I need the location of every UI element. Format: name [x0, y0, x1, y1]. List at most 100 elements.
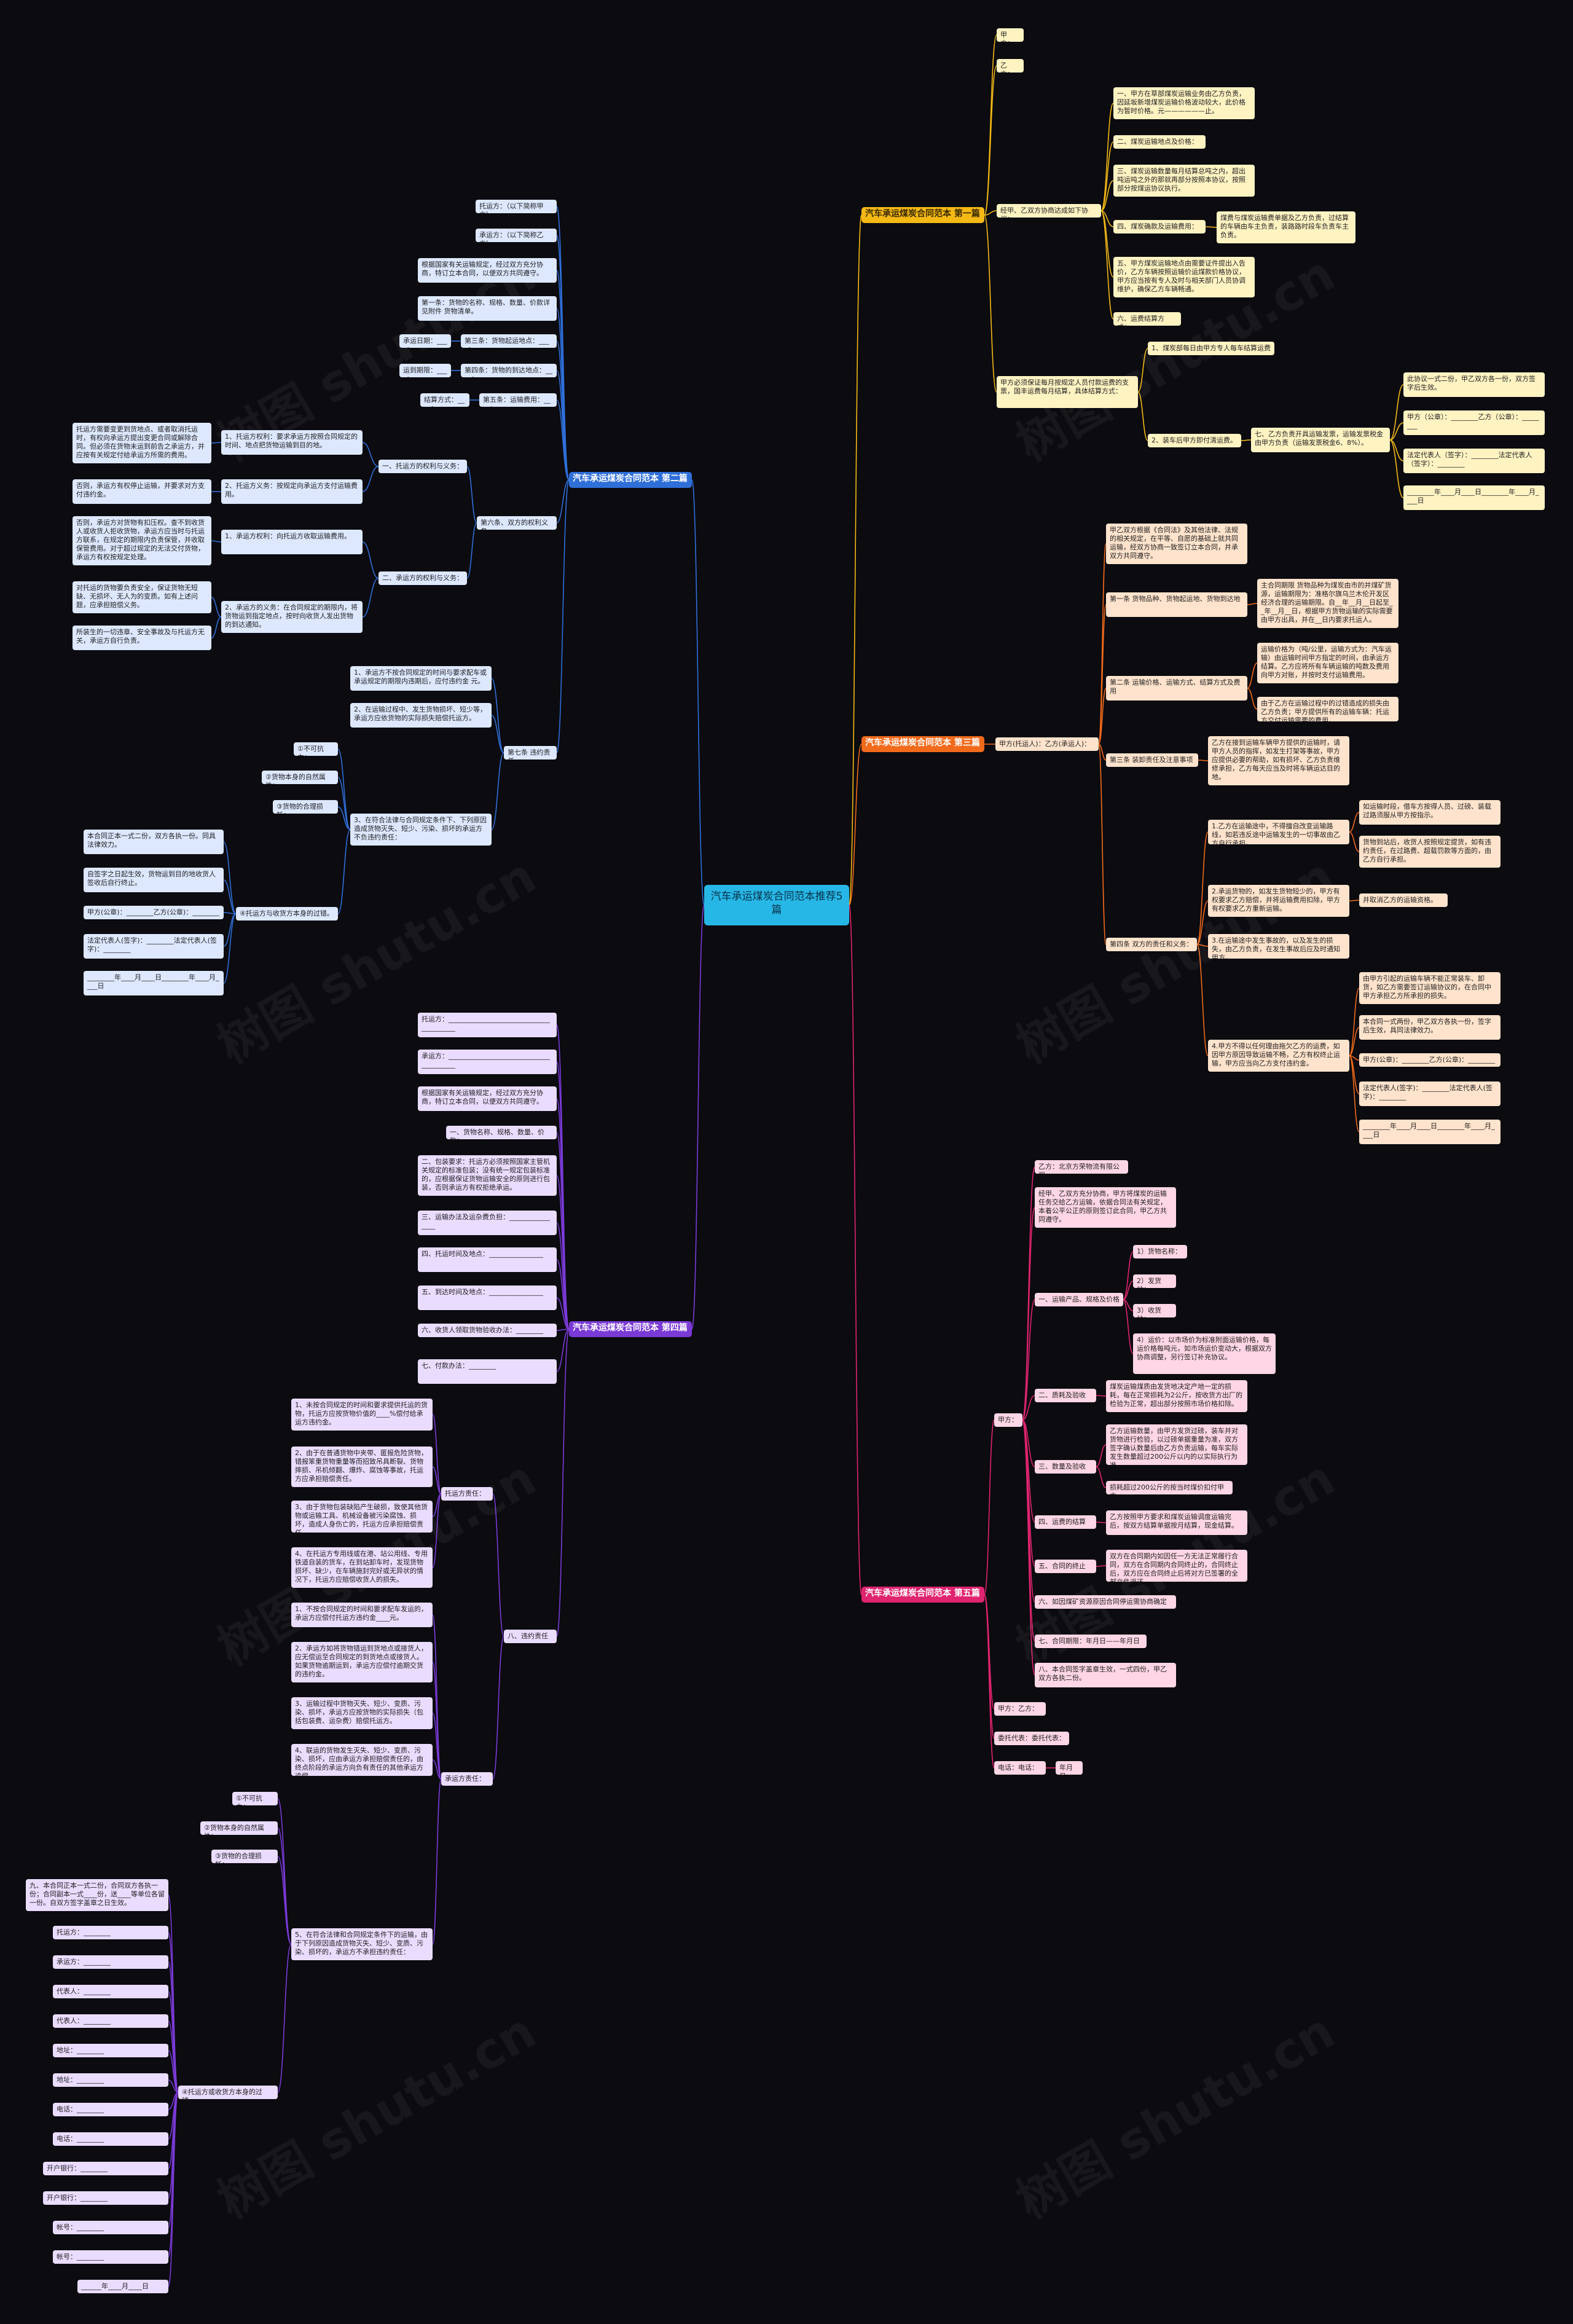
- clause-node[interactable]: 二、包装要求：托运方必须按照国家主管机关规定的标准包装；没有统一规定包装标准的，…: [418, 1155, 557, 1196]
- rights-item[interactable]: 1、承运方权利：向托运方收取运输费用。: [221, 530, 363, 554]
- rights-node[interactable]: 第六条、双方的权利义务: [477, 516, 557, 530]
- clause-node[interactable]: 三、运输办法及运杂费负担：________________: [418, 1211, 557, 1235]
- exemption-item[interactable]: ④托运方或收货方本身的过错。: [178, 2086, 278, 2099]
- duty-item[interactable]: 4.甲方不得以任何理由拖欠乙方的运费，如因甲方原因导致运输不畅，乙方有权终止运输…: [1208, 1040, 1349, 1072]
- exemption-item[interactable]: ②货物本身的自然属性；: [200, 1821, 278, 1835]
- rights-detail[interactable]: 否则，承运方有权停止运输，并要求对方支付违约金。: [73, 479, 211, 504]
- agreement-node[interactable]: 经甲、乙双方协商达成如下协议：: [997, 204, 1101, 218]
- clause-node[interactable]: 第五条：运输费用：____；: [479, 393, 557, 407]
- signature-line[interactable]: ________年____月____日________年____月____日: [1403, 485, 1545, 510]
- signature-line[interactable]: 开户银行：________: [43, 2162, 168, 2175]
- article-node[interactable]: 第三条 装卸责任及注意事项: [1106, 753, 1198, 767]
- signature-line[interactable]: 电话：________: [53, 2103, 168, 2116]
- exemption-item[interactable]: ④托运方与收货方本身的过错。: [236, 907, 338, 921]
- duty-item[interactable]: 3.在运输途中发生事故的，以及发生的损失，由乙方负责，在发生事故后应及时通知甲方…: [1208, 934, 1349, 959]
- clause-node[interactable]: 二、煤炭运输地点及价格：: [1113, 135, 1206, 149]
- article-detail[interactable]: 主合同期限 货物品种为煤炭由市的并煤矿货源，运输期限为：准格尔旗乌兰木伦开发区经…: [1257, 579, 1398, 628]
- signature-line[interactable]: ________年____月____日________年____月____日: [1359, 1120, 1500, 1144]
- signature-line[interactable]: 代表人：________: [53, 1985, 168, 1998]
- invoice-node[interactable]: 七、乙方负责开具运输发票，运输发票税金由甲方负责（运输发票税金6、8%）。: [1251, 428, 1390, 452]
- section-item[interactable]: 煤炭运输煤质由发货地决定产地一定的损耗，每在正常损耗为2公斤，按收货方出厂的检验…: [1106, 1380, 1247, 1412]
- shipper-duty-node[interactable]: 托运方责任：: [441, 1487, 493, 1501]
- liability-node[interactable]: 第七条 违约责任: [504, 746, 557, 760]
- liability-item[interactable]: 2、在运输过程中、发生货物损坏、短少等，承运方应依货物的实际损失赔偿托运方。: [350, 703, 492, 728]
- branch-contract-5[interactable]: 汽车承运煤炭合同范本 第五篇: [861, 1587, 984, 1603]
- clause-node[interactable]: 三、煤炭运输数量每月结算总吨之内，超出吨运吨之外的那就再部分按照本协议，按照部分…: [1113, 165, 1255, 197]
- duty-item[interactable]: 1.乙方在运输途中，不得擅自改变运输路线，如若违反途中运输发生的一切事故由乙方自…: [1208, 820, 1349, 844]
- exemption-item[interactable]: ②货物本身的自然属性；: [262, 771, 338, 784]
- rights-detail[interactable]: 所装生的一切违章、安全事故及与托运方无关，承运方自行负责。: [73, 626, 211, 650]
- rights-detail[interactable]: 否则，承运方对货物有扣压权。查不到收货人或收货人拒收货物，承运方应当时与托运方联…: [73, 516, 211, 565]
- article-node[interactable]: 第四条 双方的责任和义务：: [1106, 938, 1197, 951]
- section-node[interactable]: 二、质耗及验收: [1035, 1389, 1096, 1402]
- clause-node[interactable]: 四、煤炭确款及运输费用：: [1113, 220, 1206, 234]
- signature-line[interactable]: 本合同正本一式二份，双方各执一份。同具法律效力。: [84, 830, 224, 854]
- clause-node[interactable]: 五、甲方煤炭运输地点由需要证件提出入告价，乙方车辆按照运输价运煤款价格协议，甲方…: [1113, 257, 1255, 297]
- clause-node[interactable]: 承运方：____________________________________…: [418, 1050, 557, 1074]
- section-node[interactable]: 七、合同期限：年月日——年月日: [1035, 1635, 1147, 1648]
- rights-item[interactable]: 2、托运方义务：按规定向承运方支付运输费用。: [221, 479, 363, 504]
- party-a-node[interactable]: 甲方：: [994, 1413, 1022, 1427]
- signature-line[interactable]: 甲方(公章)：________乙方(公章)：________: [1359, 1053, 1500, 1067]
- payment-item[interactable]: 2、装车后甲方即付清运费。: [1148, 434, 1241, 447]
- clause-node[interactable]: 七、付款办法：________: [418, 1359, 557, 1384]
- signature-line[interactable]: 九、本合同正本一式二份，合同双方各执一份；合同副本一式____份，送____等单…: [26, 1879, 168, 1911]
- signature-line[interactable]: 法定代表人(签字)：________法定代表人(签字)：________: [84, 934, 224, 959]
- carrier-duty-item[interactable]: 5、在符合法律和合同规定条件下的运输，由于下列原因造成货物灭失、短少、变质、污染…: [291, 1928, 433, 1960]
- rights-sub-node[interactable]: 一、托运方的权利与义务：: [379, 460, 467, 473]
- shipper-duty-item[interactable]: 4、在托运方专用线或在港、站公用线、专用铁道自装的货车，在到站卸车时，发现货物损…: [291, 1547, 433, 1588]
- date-node[interactable]: 年月日: [1056, 1761, 1083, 1775]
- payment-item[interactable]: 1、煤炭部每日由甲方专人每车结算运费: [1148, 342, 1274, 355]
- duty-detail[interactable]: 并取消乙方的运输资格。: [1359, 893, 1448, 907]
- signature-line[interactable]: 甲方(公章)：________乙方(公章)：________: [84, 906, 224, 919]
- branch-contract-3[interactable]: 汽车承运煤炭合同范本 第三篇: [861, 736, 984, 752]
- article-detail[interactable]: 由于乙方在运输过程中的过错造成的损失由乙方负责；甲方提供所有的运输车辆：托运方交…: [1257, 697, 1398, 721]
- clause-node[interactable]: 根据国家有关运输规定，经过双方充分协商，特订立本合同，以便双方共同遵守。: [418, 1086, 557, 1111]
- section-node[interactable]: 三、数量及验收: [1035, 1460, 1096, 1474]
- rep-node[interactable]: 委托代表：委托代表：: [994, 1732, 1069, 1745]
- signature-line[interactable]: ________年____月____日________年____月____日: [84, 971, 224, 995]
- duty-detail[interactable]: 由甲方引起的运输车辆不能正常装车、卸货，如乙方需要签订运输协议的，在合同中甲方承…: [1359, 972, 1500, 1004]
- shipper-duty-item[interactable]: 2、由于在普通货物中夹带、匿报危险货物，错报笨重货物重量等而招致吊具断裂、货物摔…: [291, 1447, 433, 1487]
- clause-node[interactable]: 根据国家有关运输规定，经过双方充分协商，特订立本合同，以便双方共同遵守。: [418, 258, 557, 283]
- section-node[interactable]: 六、如因煤矿资源原因合同停运需协商确定: [1035, 1595, 1176, 1609]
- party-b-node[interactable]: 乙方：: [997, 59, 1024, 73]
- clause-detail-node[interactable]: 运到期限：____；: [399, 364, 451, 377]
- section-node[interactable]: 五、合同的终止: [1035, 1560, 1096, 1573]
- clause-node[interactable]: 第四条：货物的到达地点：____；: [461, 364, 557, 377]
- signature-line[interactable]: 地址：________: [53, 2073, 168, 2087]
- clause-node[interactable]: 六、收货人领取货物验收办法：________: [418, 1324, 557, 1337]
- branch-contract-4[interactable]: 汽车承运煤炭合同范本 第四篇: [569, 1321, 692, 1337]
- clause-detail-node[interactable]: 煤费与煤炭运输费单据及乙方负责，过结算的车辆由车主负责，装路路时段车负责车主负责…: [1217, 211, 1355, 243]
- clause-node[interactable]: 六、运费结算方式：: [1113, 312, 1181, 326]
- signature-line[interactable]: 本合同一式两份，甲乙双方各执一份，签字后生效，具同法律效力。: [1359, 1015, 1500, 1040]
- duty-detail[interactable]: 货物到站后，收货人按照规定提货，如有违约责任，在过路费、超载罚款等方面的，由乙方…: [1359, 836, 1500, 868]
- intro-node[interactable]: 经甲、乙双方充分协商，甲方将煤炭的运输任务交给乙方运输，依据合同法有关规定，本着…: [1035, 1187, 1176, 1228]
- exemption-item[interactable]: ①不可抗力；: [294, 742, 338, 756]
- signature-line[interactable]: 法定代表人（签字）：________法定代表人（签字）：________: [1403, 449, 1545, 473]
- signature-line[interactable]: 承运方：________: [53, 1955, 168, 1969]
- section-item[interactable]: 双方在合同期内如因任一方无法正常履行合同，双方在合同期内合同终止的，合同终止后，…: [1106, 1550, 1247, 1582]
- section-item[interactable]: 1）货物名称：: [1133, 1245, 1187, 1258]
- liability-node[interactable]: 八、违约责任: [504, 1630, 557, 1643]
- liability-item[interactable]: 3、在符合法律与合同规定条件下、下列原因造成货物灭失、短少、污染、损坏的承运方不…: [350, 814, 492, 846]
- section-item[interactable]: 损耗超过200公斤的按当时煤价扣付甲方。: [1106, 1481, 1233, 1494]
- clause-node[interactable]: 四、托运时间及地点：________________: [418, 1247, 557, 1272]
- signature-line[interactable]: 甲方（公章）：________乙方（公章）：________: [1403, 410, 1545, 435]
- article-detail[interactable]: 运输价格为（吨/公里，运输方式为：汽车运输）由运输时间甲方指定的时间，由承运方结…: [1257, 643, 1398, 683]
- clause-detail-node[interactable]: 结算方式：____；: [420, 393, 469, 407]
- clause-detail-node[interactable]: 承运日期：____；: [399, 334, 451, 348]
- exemption-item[interactable]: ③货物的合理损耗；: [273, 800, 338, 814]
- rights-detail[interactable]: 对托运的货物要负责安全，保证货物无短缺、无损坏、无人为的变质。如有上述问题，应承…: [73, 581, 211, 613]
- signature-line[interactable]: 电话：________: [53, 2132, 168, 2146]
- rights-sub-node[interactable]: 二、承运方的权利与义务：: [379, 571, 467, 585]
- signature-line[interactable]: 地址：________: [53, 2044, 168, 2057]
- exemption-item[interactable]: ③货物的合理损耗；: [211, 1850, 278, 1863]
- branch-contract-1[interactable]: 汽车承运煤炭合同范本 第一篇: [861, 207, 984, 223]
- phone-node[interactable]: 电话：电话：: [994, 1761, 1046, 1775]
- signature-line[interactable]: 此协议一式二份，甲乙双方各一份，双方签字后生效。: [1403, 372, 1545, 397]
- liability-item[interactable]: 1、承运方不按合同规定的时间与要求配车或承运规定的期限内违期后，应付违约金 元。: [350, 666, 492, 691]
- section-item[interactable]: 乙方运输数量，由甲方发货过磅，装车并对货物进行检验，以过磅单据重量为准，双方签字…: [1106, 1424, 1247, 1465]
- signature-line[interactable]: 托运方：________: [53, 1926, 168, 1939]
- shipper-duty-item[interactable]: 1、未按合同规定的时间和要求提供托运的货物，托运方应按货物价值的____%偿付给…: [291, 1399, 433, 1431]
